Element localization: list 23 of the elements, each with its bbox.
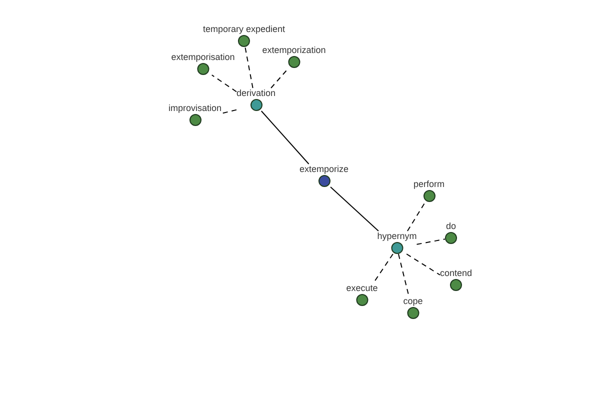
connector-line <box>406 202 426 232</box>
node-label: perform <box>414 179 444 189</box>
node-label: derivation <box>236 88 276 98</box>
connector-line <box>406 254 440 276</box>
connector-line <box>398 254 410 296</box>
connector-line <box>416 238 446 245</box>
node-label: extemporization <box>262 45 326 55</box>
node-label: improvisation <box>168 103 222 113</box>
connector-line <box>372 254 394 284</box>
node-label: temporary expedient <box>202 24 286 34</box>
node-label: extemporisation <box>171 52 235 62</box>
connector-line <box>260 110 310 164</box>
node-label: extemporize <box>299 164 349 174</box>
connector-line <box>211 74 237 92</box>
node-label: hypernym <box>377 231 417 241</box>
connector-line <box>270 68 290 88</box>
connector-line <box>221 109 237 114</box>
connector-line <box>330 186 379 232</box>
node-label: cope <box>403 296 423 306</box>
node-label: execute <box>346 283 378 293</box>
node-label: do <box>446 221 456 231</box>
connector-line <box>244 46 254 88</box>
node-label: contend <box>440 268 472 278</box>
